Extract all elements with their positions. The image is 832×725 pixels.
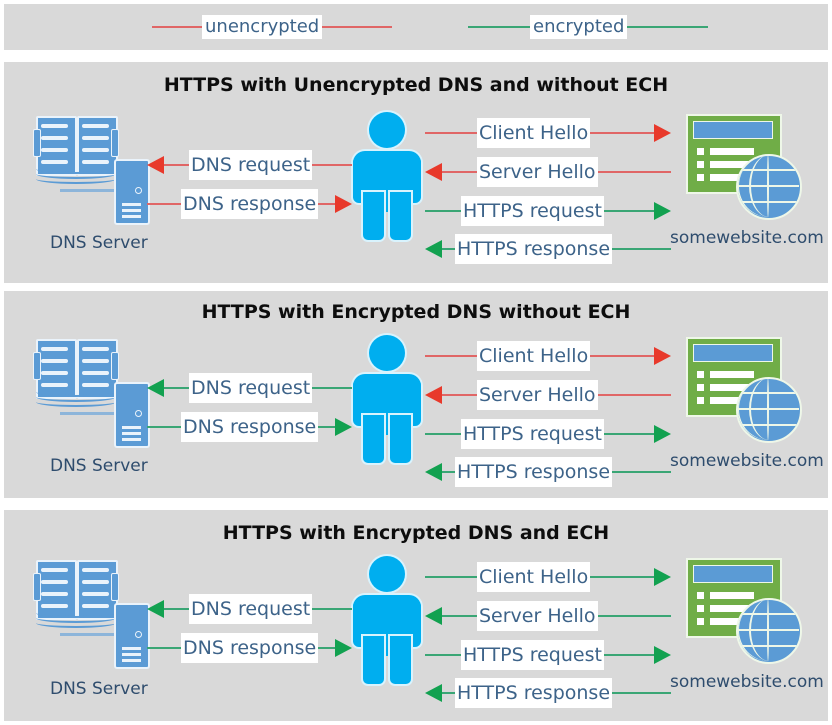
flow-row-https-response: HTTPS response xyxy=(425,457,671,487)
server-connector xyxy=(60,633,120,636)
flow-row-dns-response: DNS response xyxy=(147,189,352,219)
flow-label: DNS request xyxy=(189,594,313,624)
server-connector xyxy=(60,412,120,415)
website-icon xyxy=(686,337,814,443)
flow-row-dns-response: DNS response xyxy=(147,633,352,663)
browser-titlebar xyxy=(693,565,773,583)
legend-label-encrypted: encrypted xyxy=(530,15,628,39)
flow-label: Client Hello xyxy=(477,562,591,592)
panel-unencrypted-dns-no-ech: HTTPS with Unencrypted DNS and without E… xyxy=(4,62,828,283)
server-box-icon xyxy=(114,603,150,669)
user-icon xyxy=(349,112,425,242)
panel-title: HTTPS with Encrypted DNS and ECH xyxy=(222,522,610,544)
legend-panel: unencrypted encrypted xyxy=(4,4,828,50)
flow-label: HTTPS request xyxy=(461,640,604,670)
flow-row-client-hello: Client Hello xyxy=(425,562,671,592)
globe-icon xyxy=(736,154,802,220)
server-box-icon xyxy=(114,382,150,448)
flow-row-dns-request: DNS request xyxy=(147,150,352,180)
flow-label: DNS response xyxy=(181,633,319,663)
dns-server-label: DNS Server xyxy=(50,456,148,476)
flow-row-dns-request: DNS request xyxy=(147,373,352,403)
flow-row-https-response: HTTPS response xyxy=(425,234,671,264)
dns-server-label: DNS Server xyxy=(50,679,148,699)
user-icon xyxy=(349,556,425,686)
user-icon xyxy=(349,335,425,465)
globe-icon xyxy=(736,598,802,664)
flow-row-https-response: HTTPS response xyxy=(425,678,671,708)
server-box-icon xyxy=(114,159,150,225)
globe-icon xyxy=(736,377,802,443)
flow-row-dns-response: DNS response xyxy=(147,412,352,442)
flow-label: Server Hello xyxy=(477,601,598,631)
flow-row-dns-request: DNS request xyxy=(147,594,352,624)
flow-label: DNS request xyxy=(189,373,313,403)
dns-server-icon xyxy=(33,339,150,448)
legend-item-unencrypted: unencrypted xyxy=(152,4,392,50)
flow-row-https-request: HTTPS request xyxy=(425,419,671,449)
website-icon xyxy=(686,558,814,664)
flow-label: Client Hello xyxy=(477,341,591,371)
legend-label-unencrypted: unencrypted xyxy=(202,15,323,39)
website-label: somewebsite.com xyxy=(670,672,824,692)
flow-label: Server Hello xyxy=(477,157,598,187)
flow-label: Server Hello xyxy=(477,380,598,410)
flow-label: HTTPS request xyxy=(461,419,604,449)
panel-title: HTTPS with Unencrypted DNS and without E… xyxy=(163,74,669,96)
book-icon xyxy=(33,339,119,407)
book-icon xyxy=(33,116,119,184)
flow-row-server-hello: Server Hello xyxy=(425,157,671,187)
website-label: somewebsite.com xyxy=(670,228,824,248)
dns-server-icon xyxy=(33,116,150,225)
flow-label: HTTPS request xyxy=(461,196,604,226)
flow-label: HTTPS response xyxy=(455,234,613,264)
flow-label: HTTPS response xyxy=(455,457,613,487)
book-icon xyxy=(33,560,119,628)
flow-row-https-request: HTTPS request xyxy=(425,640,671,670)
flow-label: Client Hello xyxy=(477,118,591,148)
flow-row-client-hello: Client Hello xyxy=(425,341,671,371)
panel-encrypted-dns-with-ech: HTTPS with Encrypted DNS and ECH xyxy=(4,510,828,721)
flow-label: DNS request xyxy=(189,150,313,180)
browser-titlebar xyxy=(693,344,773,362)
panel-encrypted-dns-no-ech: HTTPS with Encrypted DNS without ECH xyxy=(4,291,828,498)
flow-label: HTTPS response xyxy=(455,678,613,708)
flow-label: DNS response xyxy=(181,412,319,442)
server-connector xyxy=(60,189,120,192)
dns-server-label: DNS Server xyxy=(50,233,148,253)
browser-titlebar xyxy=(693,121,773,139)
flow-row-server-hello: Server Hello xyxy=(425,380,671,410)
flow-row-server-hello: Server Hello xyxy=(425,601,671,631)
panel-title: HTTPS with Encrypted DNS without ECH xyxy=(201,301,631,323)
website-icon xyxy=(686,114,814,220)
dns-server-icon xyxy=(33,560,150,669)
flow-row-https-request: HTTPS request xyxy=(425,196,671,226)
legend-item-encrypted: encrypted xyxy=(468,4,708,50)
flow-row-client-hello: Client Hello xyxy=(425,118,671,148)
website-label: somewebsite.com xyxy=(670,451,824,471)
flow-label: DNS response xyxy=(181,189,319,219)
